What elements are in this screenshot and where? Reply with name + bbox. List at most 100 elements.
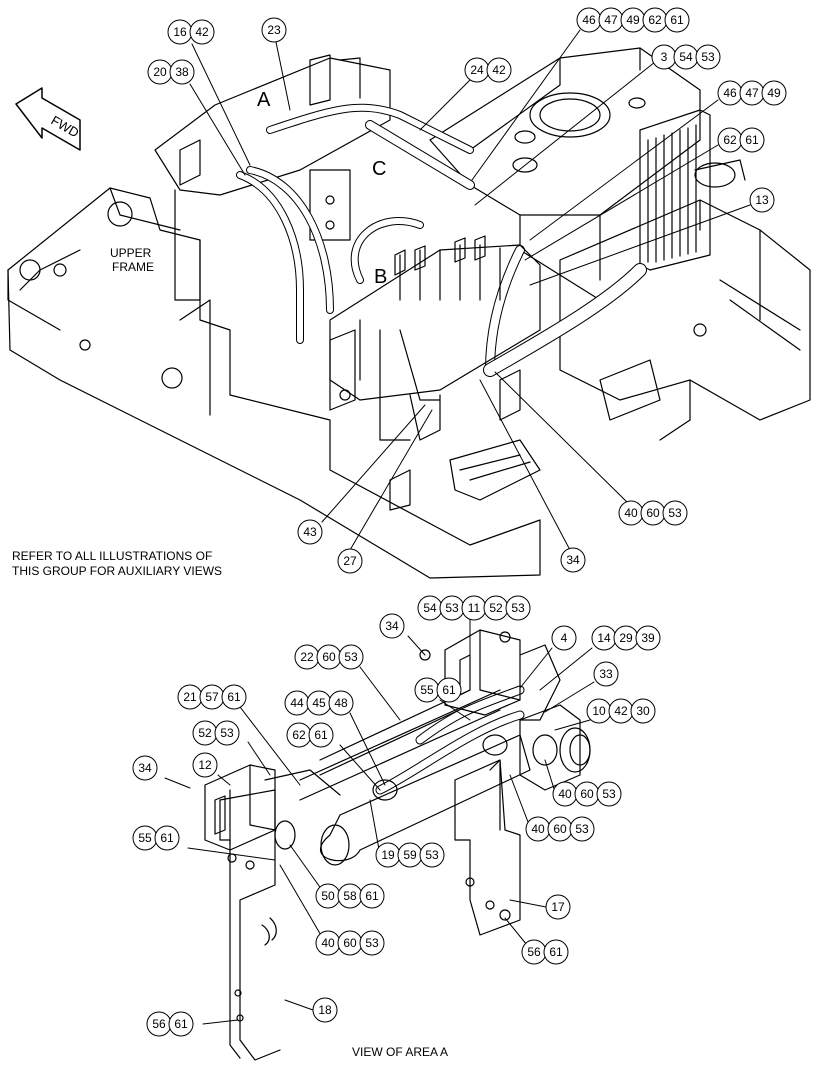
callout-part-number: 27 — [343, 554, 357, 568]
callout-c19: 33 — [593, 661, 619, 687]
leader-line-c12 — [349, 409, 433, 551]
callout-part-number: 53 — [220, 726, 234, 740]
callout-part-number: 33 — [599, 667, 613, 681]
callout-bubble — [593, 661, 619, 687]
callout-part-number: 53 — [701, 50, 715, 64]
callout-bubble — [695, 44, 721, 70]
leader-line-c29 — [509, 774, 529, 823]
callout-part-number: 30 — [636, 704, 650, 718]
callout-part-number: 38 — [175, 65, 189, 79]
callout-part-number: 16 — [173, 25, 187, 39]
bracket-17 — [454, 759, 521, 936]
callout-bubble — [662, 500, 688, 526]
callout-part-number: 56 — [527, 945, 541, 959]
callout-part-number: 62 — [648, 13, 662, 27]
callout-part-number: 42 — [492, 63, 506, 77]
callout-c24: 52 53 — [192, 720, 240, 746]
callout-part-number: 60 — [322, 650, 336, 664]
callout-part-number: 45 — [312, 696, 326, 710]
callout-part-number: 56 — [152, 1017, 166, 1031]
leader-line-c8 — [524, 144, 719, 261]
callout-part-number: 49 — [626, 13, 640, 27]
callout-part-number: 53 — [344, 650, 358, 664]
callout-part-number: 3 — [661, 50, 668, 64]
callout-part-number: 40 — [624, 506, 638, 520]
callout-part-number: 55 — [138, 831, 152, 845]
leader-line-c4 — [419, 79, 471, 131]
leader-line-c17 — [539, 647, 593, 691]
callout-part-number: 39 — [641, 631, 655, 645]
callout-bubble — [168, 1011, 194, 1037]
callout-part-number: 53 — [575, 822, 589, 836]
area-a-detail-drawing — [204, 629, 591, 1061]
callout-bubble — [419, 842, 445, 868]
leader-line-c6 — [474, 61, 656, 206]
callout-part-number: 60 — [553, 822, 567, 836]
engine-housing — [429, 47, 701, 216]
leader-line-c32 — [289, 844, 323, 891]
callout-bubble — [154, 825, 180, 851]
leader-line-c26 — [164, 777, 191, 789]
callout-part-number: 53 — [602, 787, 616, 801]
callout-bubble — [261, 17, 287, 43]
callout-bubble — [169, 59, 195, 85]
callout-part-number: 4 — [561, 631, 568, 645]
callout-bubble — [739, 127, 765, 153]
callout-part-number: 61 — [549, 945, 563, 959]
callout-part-number: 55 — [420, 683, 434, 697]
upper-frame-label-line1: UPPER — [110, 246, 152, 260]
leader-line-c9 — [529, 204, 751, 286]
callout-part-number: 20 — [153, 65, 167, 79]
leader-line-c11 — [321, 404, 426, 523]
callout-part-number: 29 — [619, 631, 633, 645]
refer-note-line1: REFER TO ALL ILLUSTRATIONS OF — [12, 549, 212, 563]
callout-part-number: 53 — [425, 848, 439, 862]
leader-line-c28 — [544, 759, 556, 793]
control-valve-b — [329, 244, 541, 401]
solenoid-block-a — [154, 57, 391, 196]
callout-part-number: 61 — [174, 1017, 188, 1031]
callout-part-number: 44 — [290, 696, 304, 710]
upper-frame-outline — [7, 187, 541, 579]
callout-part-number: 53 — [511, 601, 525, 615]
callout-c15: 34 — [379, 613, 405, 639]
callout-part-number: 50 — [321, 889, 335, 903]
callout-part-number: 61 — [442, 683, 456, 697]
callout-bubble — [596, 781, 622, 807]
callout-bubble — [189, 19, 215, 45]
callout-bubble — [379, 613, 405, 639]
leader-line-c18 — [359, 666, 401, 721]
leader-line-c31 — [369, 799, 381, 856]
callout-part-number: 42 — [195, 25, 209, 39]
callout-bubble — [505, 595, 531, 621]
callout-part-number: 53 — [445, 601, 459, 615]
callout-bubble — [545, 894, 571, 920]
callout-bubble — [359, 930, 385, 956]
leader-line-c37 — [202, 1019, 239, 1025]
leader-line-c16 — [519, 647, 553, 689]
callout-c22: 55 61 — [414, 677, 462, 703]
callout-c9: 13 — [749, 187, 775, 213]
callout-part-number: 61 — [745, 133, 759, 147]
callout-part-number: 24 — [470, 63, 484, 77]
callout-part-number: 62 — [292, 728, 306, 742]
callout-part-number: 60 — [580, 787, 594, 801]
callout-part-number: 61 — [227, 690, 241, 704]
callout-bubble — [359, 883, 385, 909]
callout-c16: 4 — [551, 625, 577, 651]
upper-assembly-drawing: FWD — [7, 47, 811, 579]
callout-c11: 43 — [297, 519, 323, 545]
callout-part-number: 62 — [723, 133, 737, 147]
callout-bubble — [569, 816, 595, 842]
leader-line-c13 — [479, 379, 571, 551]
callout-part-number: 11 — [468, 601, 481, 615]
callout-bubble — [192, 752, 218, 778]
callout-part-number: 52 — [198, 726, 212, 740]
